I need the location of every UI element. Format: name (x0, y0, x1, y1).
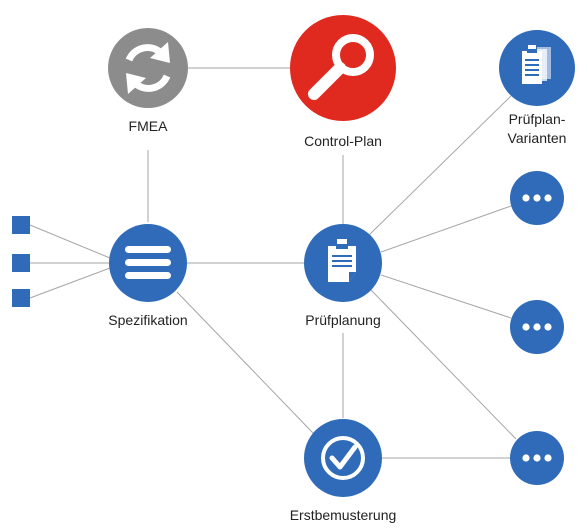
node-erstbemusterung[interactable]: Erstbemusterung (290, 419, 397, 523)
ellipsis-icon (522, 194, 552, 202)
erstbemusterung-circle (304, 419, 382, 497)
fmea-label: FMEA (129, 118, 169, 134)
clipboard-stack-icon (522, 45, 551, 84)
control-plan-label: Control-Plan (304, 133, 382, 149)
checkmark-icon (321, 436, 365, 480)
erstbemusterung-label: Erstbemusterung (290, 507, 397, 523)
square-icon (12, 254, 30, 272)
edge-pruefplanung-more3 (370, 289, 517, 440)
connector-lines (29, 67, 517, 459)
square-icon (12, 216, 30, 234)
pruefplan-varianten-label-line2: Varianten (508, 130, 567, 146)
ellipsis-icon (522, 454, 552, 462)
pruefplan-varianten-label-line1: Prüfplan- (509, 111, 566, 127)
node-more-3[interactable] (510, 431, 564, 485)
input-squares (12, 216, 30, 307)
pruefplanung-label: Prüfplanung (305, 312, 381, 328)
edge-pruefplanung-more2 (380, 274, 512, 319)
edge-square1-spezifikation (29, 224, 111, 259)
edge-pruefplanung-more1 (380, 205, 512, 253)
refresh-icon (125, 42, 171, 94)
node-spezifikation[interactable]: Spezifikation (108, 224, 188, 328)
clipboard-icon (328, 239, 356, 282)
node-fmea[interactable]: FMEA (108, 28, 188, 134)
fmea-circle (108, 28, 188, 108)
node-more-1[interactable] (510, 171, 564, 225)
spezifikation-label: Spezifikation (108, 312, 187, 328)
node-pruefplanung[interactable]: Prüfplanung (304, 224, 382, 328)
magnifier-icon (308, 34, 374, 100)
node-control-plan[interactable]: Control-Plan (290, 15, 396, 149)
edge-spezifikation-erstbemusterung (176, 291, 314, 434)
node-more-2[interactable] (510, 300, 564, 354)
edge-pruefplanung-varianten (367, 95, 512, 237)
edge-square3-spezifikation (29, 267, 111, 299)
ellipsis-icon (522, 323, 552, 331)
square-icon (12, 289, 30, 307)
node-pruefplan-varianten[interactable]: Prüfplan- Varianten (499, 30, 575, 146)
list-icon (125, 246, 171, 279)
